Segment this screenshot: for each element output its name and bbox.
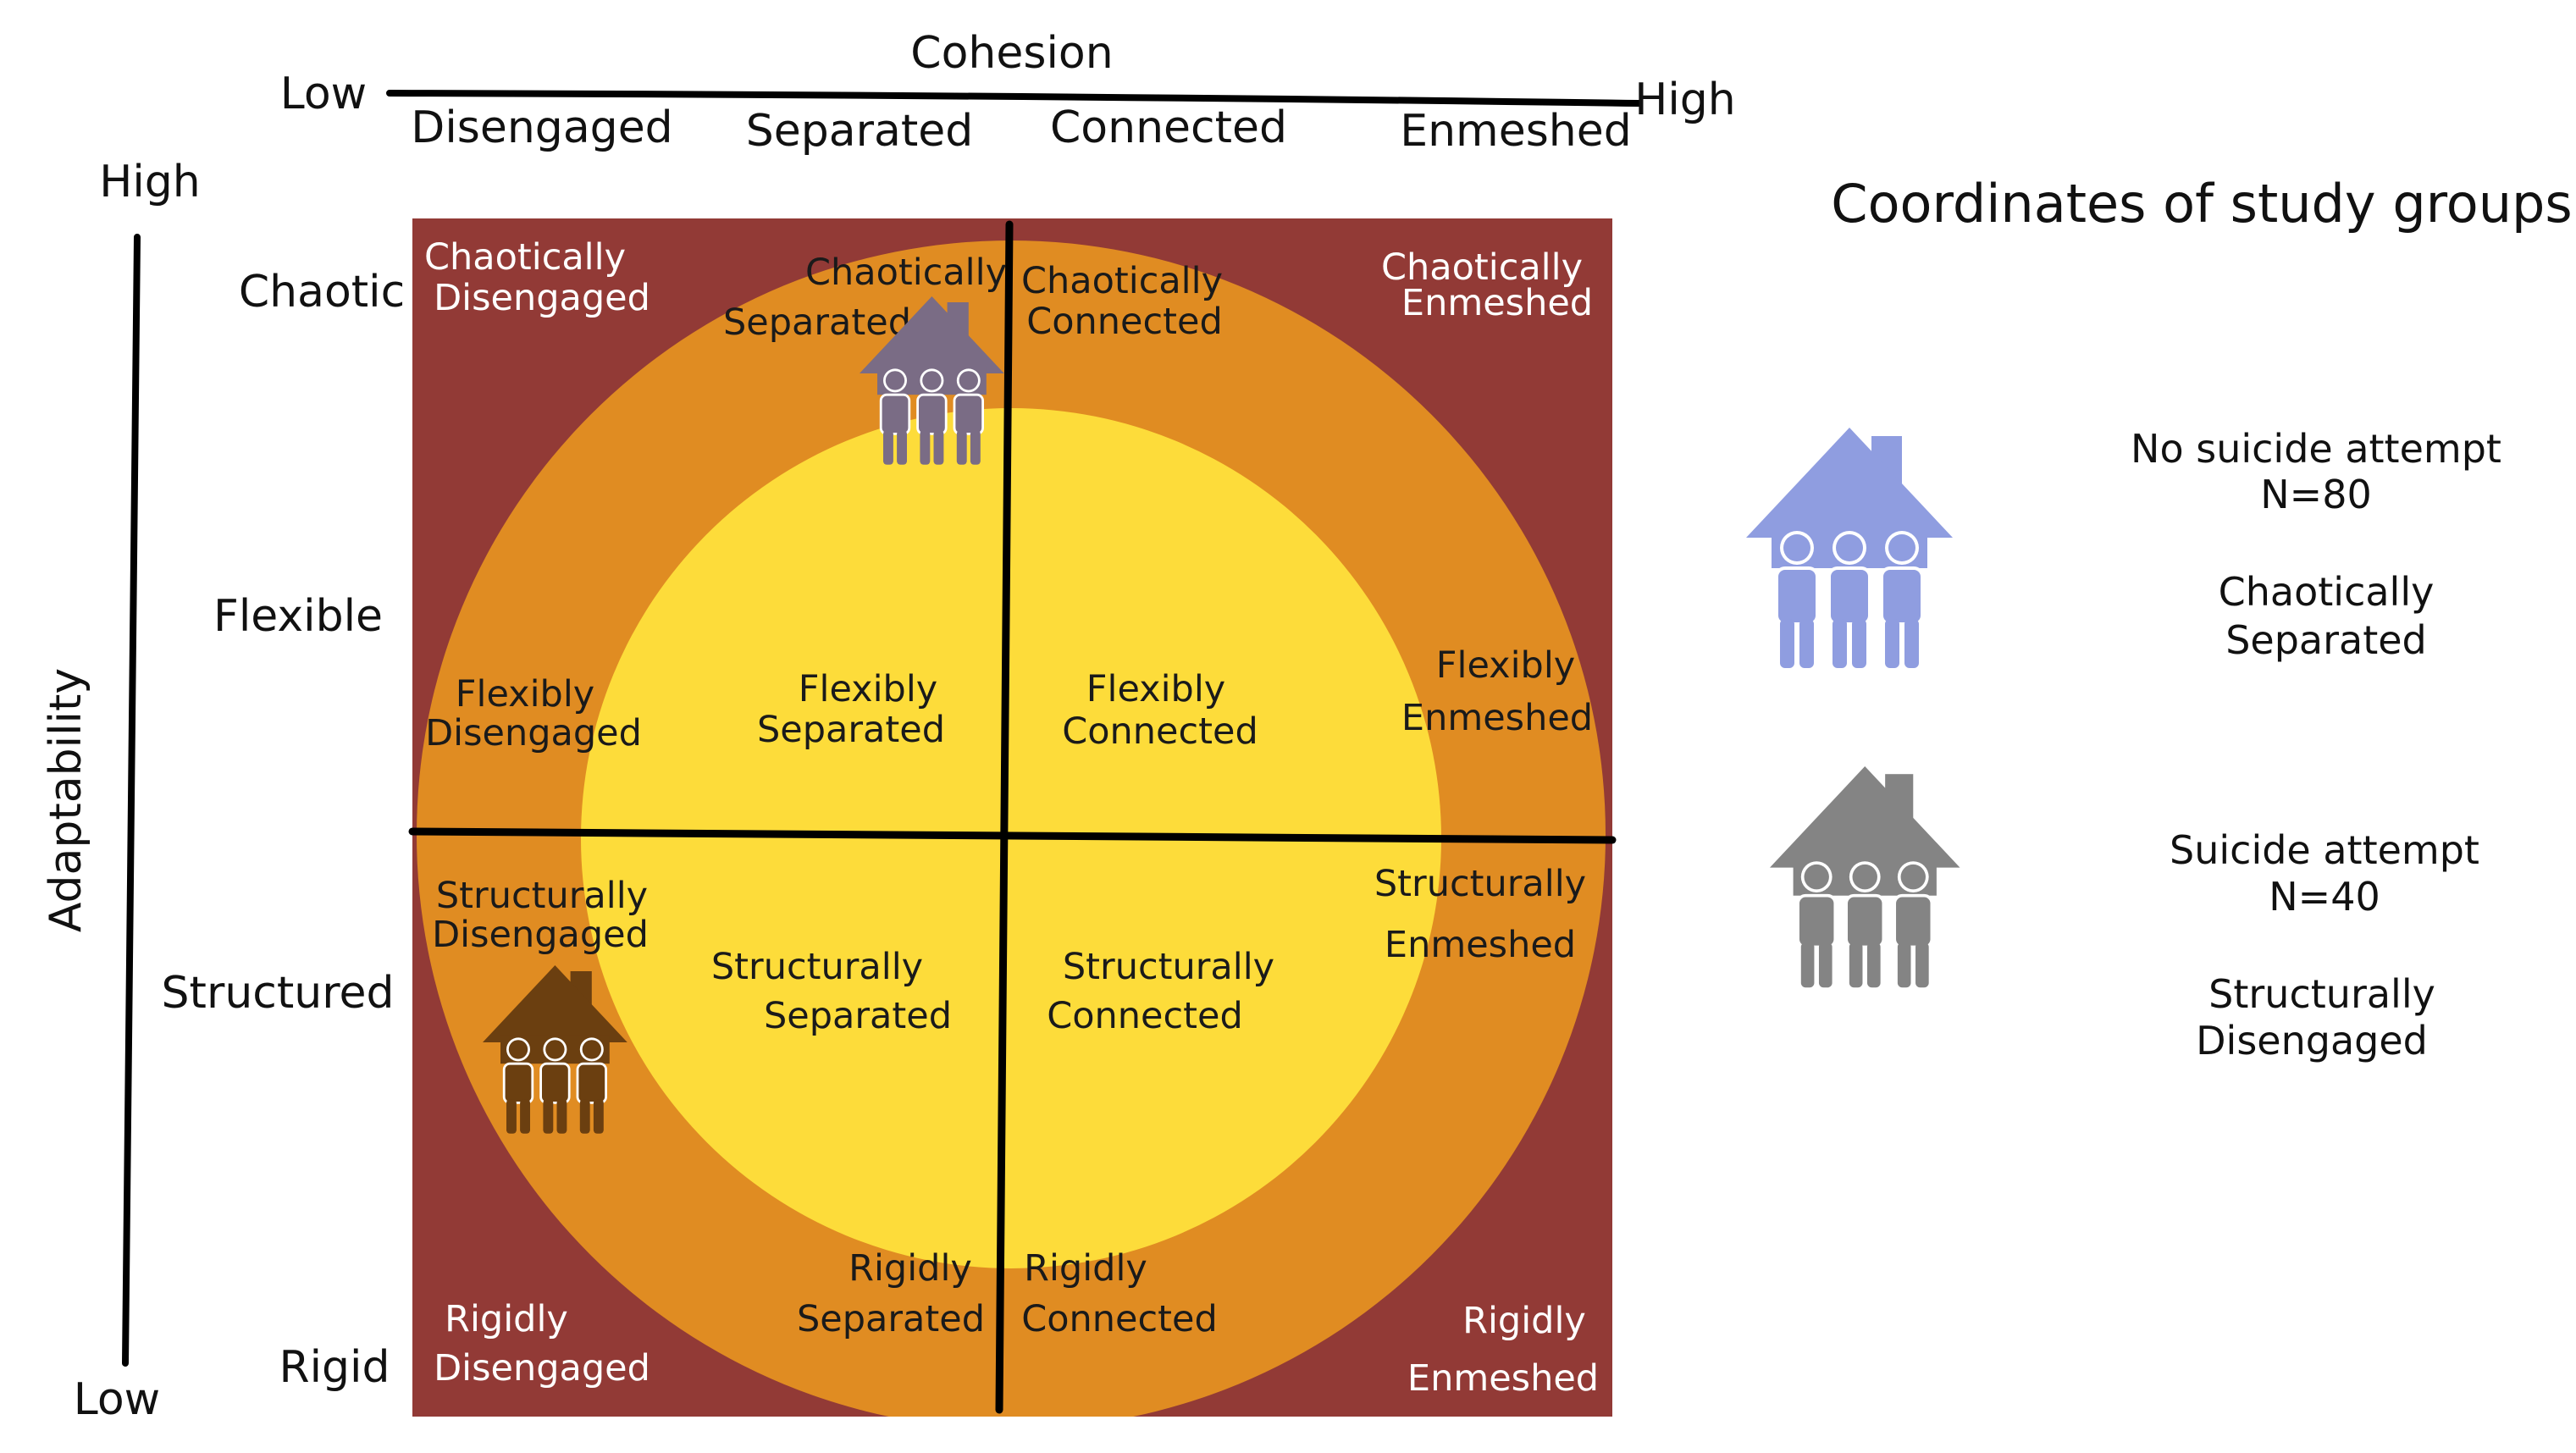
cohesion-level-disengaged: Disengaged [411, 102, 672, 153]
legend-no-attempt-type: Chaotically Separated [2219, 569, 2435, 663]
svg-text:Separated: Separated [757, 709, 945, 751]
svg-text:Structurally: Structurally [711, 946, 923, 988]
cell-rigidly-separated: Rigidly Separated [797, 1247, 985, 1340]
cell-chaotically-enmeshed: Chaotically Enmeshed [1381, 246, 1593, 324]
legend-no-attempt-n: N=80 [2260, 472, 2372, 517]
svg-text:Flexibly: Flexibly [1086, 668, 1225, 710]
horizontal-divider-line [408, 827, 1617, 844]
svg-text:Disengaged: Disengaged [432, 914, 649, 956]
svg-text:Rigidly: Rigidly [849, 1247, 972, 1290]
svg-text:Chaotically: Chaotically [805, 251, 1007, 294]
svg-text:Separated: Separated [764, 995, 952, 1037]
adaptability-level-structured: Structured [162, 968, 395, 1019]
svg-text:Disengaged: Disengaged [434, 277, 650, 319]
svg-text:Enmeshed: Enmeshed [1407, 1357, 1599, 1400]
svg-text:Structurally: Structurally [1374, 863, 1586, 905]
cohesion-title: Cohesion [910, 28, 1113, 79]
cell-structurally-separated: Structurally Separated [711, 946, 952, 1037]
cell-flexibly-separated: Flexibly Separated [757, 668, 945, 751]
svg-text:Connected: Connected [1021, 1298, 1218, 1340]
cell-structurally-enmeshed: Structurally Enmeshed [1374, 863, 1586, 966]
svg-text:Rigidly: Rigidly [445, 1298, 568, 1340]
legend-attempt-n: N=40 [2269, 874, 2380, 920]
svg-text:Enmeshed: Enmeshed [1385, 924, 1576, 966]
cell-chaotically-separated: Chaotically Separated [723, 251, 1007, 344]
svg-text:Structurally: Structurally [436, 875, 648, 917]
svg-text:Flexibly: Flexibly [1436, 644, 1575, 687]
svg-text:Structurally: Structurally [2208, 971, 2435, 1017]
svg-text:Chaotically: Chaotically [1381, 246, 1583, 289]
svg-text:Flexibly: Flexibly [456, 673, 594, 715]
legend-title: Coordinates of study groups [1831, 173, 2572, 235]
svg-text:Separated: Separated [2225, 617, 2427, 663]
svg-text:Disengaged: Disengaged [425, 712, 642, 754]
cell-chaotically-disengaged: Chaotically Disengaged [424, 236, 650, 319]
adaptability-title: Adaptability [41, 668, 91, 932]
adaptability-level-chaotic: Chaotic [239, 267, 405, 318]
legend-attempt-label: Suicide attempt [2170, 827, 2479, 873]
svg-text:Chaotically: Chaotically [424, 236, 626, 279]
adaptability-high-label: High [99, 157, 201, 207]
no-attempt-legend-icon [1746, 428, 1953, 668]
svg-text:Connected: Connected [1047, 995, 1243, 1037]
cell-rigidly-connected: Rigidly Connected [1021, 1247, 1218, 1340]
svg-text:Rigidly: Rigidly [1024, 1247, 1147, 1290]
vertical-divider-line [995, 220, 1014, 1414]
attempt-legend-icon [1770, 766, 1960, 988]
cell-rigidly-enmeshed: Rigidly Enmeshed [1407, 1300, 1599, 1400]
svg-text:Rigidly: Rigidly [1462, 1300, 1586, 1342]
svg-text:Flexibly: Flexibly [799, 668, 937, 710]
attempt-marker-icon [483, 965, 627, 1134]
cell-flexibly-disengaged: Flexibly Disengaged [425, 673, 642, 754]
cohesion-level-enmeshed: Enmeshed [1400, 106, 1632, 157]
legend-attempt-type: Structurally Disengaged [2196, 971, 2435, 1064]
cell-rigidly-disengaged: Rigidly Disengaged [434, 1298, 650, 1389]
legend-no-attempt-label: No suicide attempt [2131, 426, 2501, 472]
cohesion-low-label: Low [280, 69, 367, 119]
svg-text:Enmeshed: Enmeshed [1401, 282, 1593, 324]
svg-text:Disengaged: Disengaged [2196, 1018, 2428, 1064]
svg-text:Chaotically: Chaotically [2219, 569, 2435, 615]
svg-text:Chaotically: Chaotically [1021, 260, 1223, 302]
cohesion-level-connected: Connected [1050, 102, 1287, 153]
cell-flexibly-connected: Flexibly Connected [1062, 668, 1258, 753]
cohesion-level-separated: Separated [746, 106, 974, 157]
adaptability-axis-line [122, 234, 141, 1367]
svg-text:Connected: Connected [1026, 301, 1223, 343]
cohesion-high-label: High [1634, 75, 1736, 125]
cell-flexibly-enmeshed: Flexibly Enmeshed [1401, 644, 1593, 739]
svg-text:Separated: Separated [723, 301, 911, 344]
svg-text:Disengaged: Disengaged [434, 1347, 650, 1389]
adaptability-low-label: Low [74, 1374, 160, 1425]
no-attempt-marker-icon [860, 296, 1004, 465]
cell-structurally-connected: Structurally Connected [1047, 946, 1274, 1037]
svg-text:Connected: Connected [1062, 710, 1258, 753]
adaptability-level-flexible: Flexible [213, 591, 383, 642]
svg-text:Structurally: Structurally [1063, 946, 1274, 988]
svg-text:Separated: Separated [797, 1298, 985, 1340]
adaptability-level-rigid: Rigid [279, 1342, 390, 1393]
svg-text:Enmeshed: Enmeshed [1401, 697, 1593, 739]
cell-chaotically-connected: Chaotically Connected [1021, 260, 1223, 343]
cohesion-axis-line [386, 90, 1642, 107]
cell-structurally-disengaged: Structurally Disengaged [432, 875, 649, 956]
